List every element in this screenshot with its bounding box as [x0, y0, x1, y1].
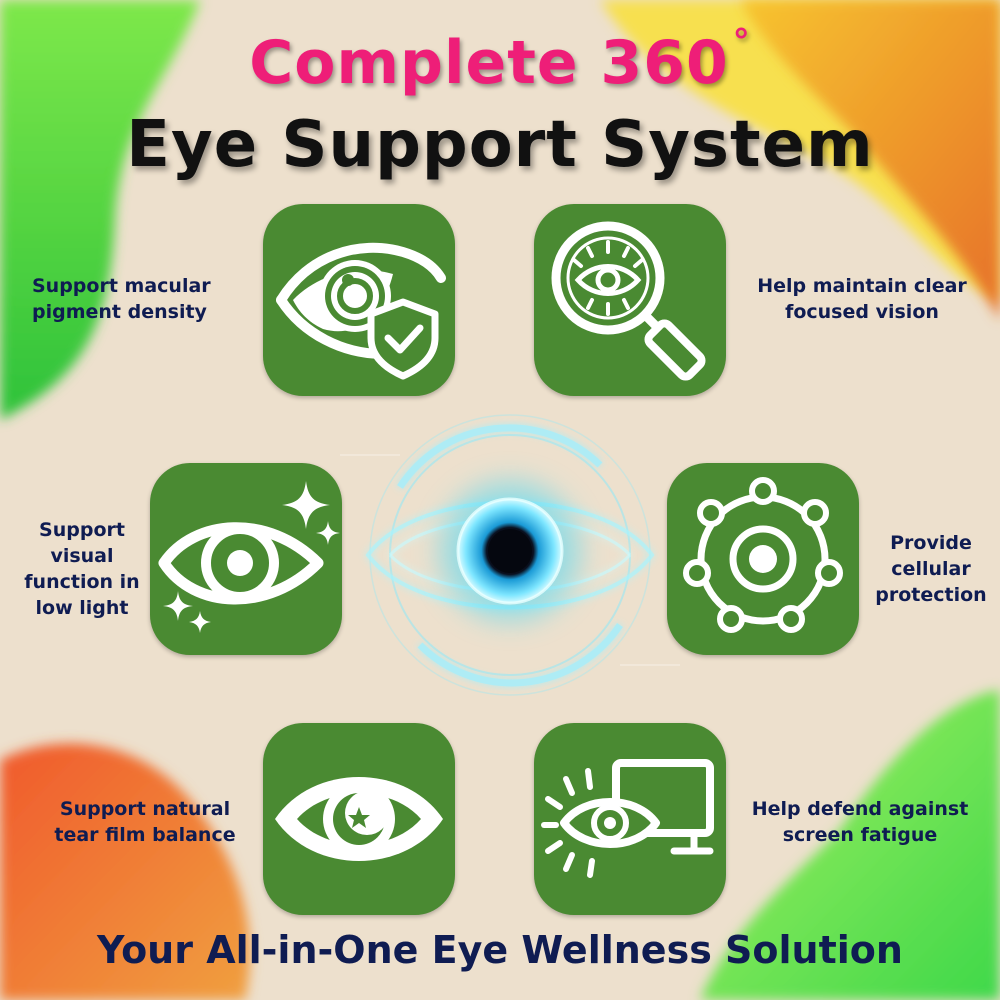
headline-text: Complete 360: [249, 28, 729, 98]
feature-label-cellular: Provide cellular protection: [875, 532, 987, 606]
feature-tile-focus: [534, 204, 726, 396]
feature-tile-low-light: [150, 463, 342, 655]
feature-label-screen-fatigue: Help defend against screen fatigue: [751, 798, 969, 846]
eye-sparkle-icon: [158, 481, 340, 633]
degree-symbol: °: [732, 22, 751, 62]
glowing-eye-illustration: [340, 414, 680, 696]
headline-line-2: Eye Support System: [126, 108, 874, 182]
feature-tile-tear-film: [263, 723, 455, 915]
headline-line-1: Complete 360°: [0, 22, 1000, 98]
eye-moon-star-icon: [275, 777, 443, 861]
feature-tile-macular: [263, 204, 455, 396]
feature-tile-screen-fatigue: [534, 723, 726, 915]
feature-tile-cellular: [667, 463, 859, 655]
footer-tagline: Your All-in-One Eye Wellness Solution: [97, 928, 903, 972]
eye-monitor-icon: [541, 759, 714, 878]
eye-shield-check-icon: [276, 242, 446, 380]
feature-label-low-light: Support visual function in low light: [24, 519, 140, 619]
feature-label-focus: Help maintain clear focused vision: [757, 275, 967, 323]
cell-network-icon: [683, 477, 843, 633]
magnifier-eye-icon: [551, 221, 706, 381]
feature-label-tear-film: Support natural tear film balance: [54, 798, 236, 846]
feature-label-macular: Support macular pigment density: [32, 275, 211, 323]
